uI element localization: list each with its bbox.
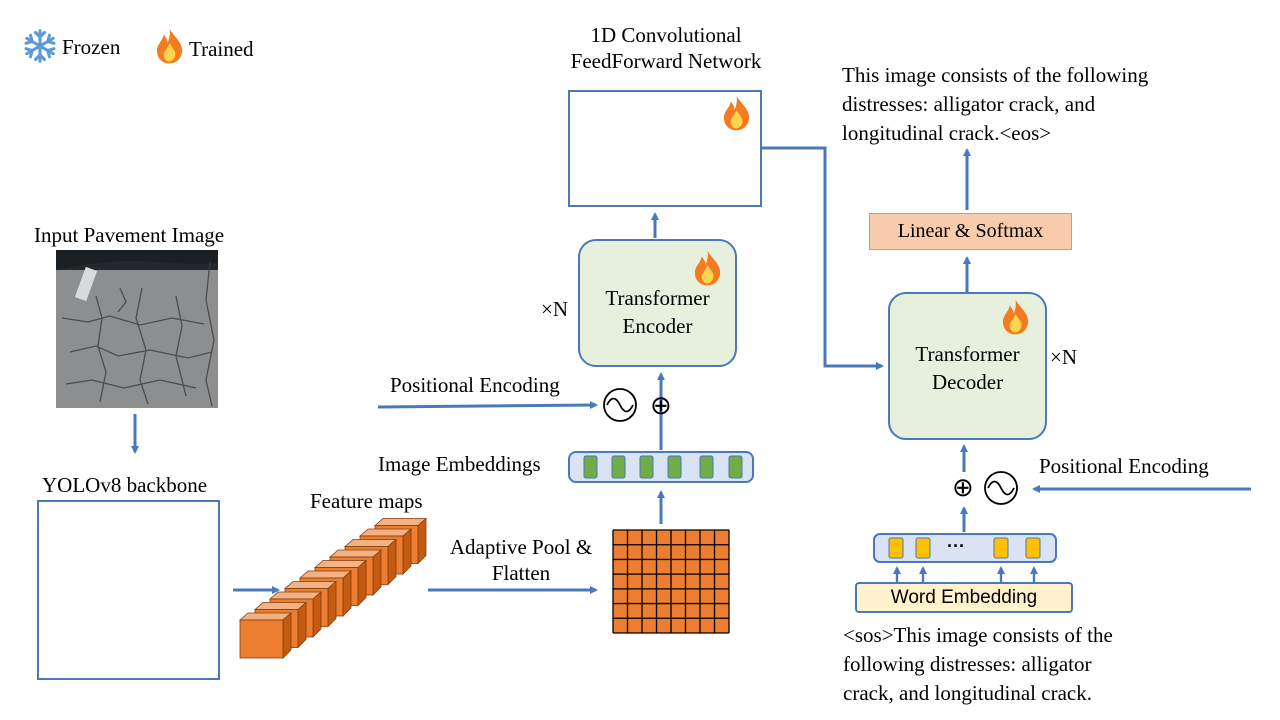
word-token	[993, 537, 1009, 559]
sine-wave-icon	[603, 388, 637, 422]
feature-map-side	[282, 612, 292, 659]
feature-map-top	[358, 528, 413, 537]
yolo-title: YOLOv8 backbone	[42, 473, 208, 497]
word-token-ellipsis: ···	[947, 536, 965, 556]
adaptive-pool-label: Adaptive Pool & Flatten	[449, 535, 593, 586]
word-token	[1025, 537, 1041, 559]
input-image-title: Input Pavement Image	[34, 223, 225, 247]
feature-map-top	[313, 560, 368, 568]
image-token	[667, 455, 682, 479]
decoder-plus-symbol: ⊕	[952, 473, 974, 502]
decoder-flame-icon	[1002, 299, 1029, 335]
word-embedding-box: Word Embedding	[855, 582, 1073, 613]
feature-map-top	[238, 612, 293, 621]
feature-map-top	[283, 581, 338, 589]
feature-map-side	[297, 601, 307, 649]
feature-maps-label: Feature maps	[310, 489, 423, 513]
feature-map-side	[327, 580, 337, 628]
legend-frozen-label: Frozen	[62, 35, 121, 59]
encoder-label-line2: Encoder	[622, 314, 693, 338]
feature-map-side	[387, 538, 397, 586]
word-embedding-arrows	[893, 566, 1038, 582]
feature-map-top	[268, 591, 323, 600]
output-caption: This image consists of the following dis…	[842, 63, 1149, 145]
pavement-image	[56, 250, 218, 408]
feature-map-side	[417, 517, 427, 565]
feature-map-top	[253, 602, 308, 610]
decoder-sine-wave-icon	[984, 471, 1018, 505]
legend-trained-label: Trained	[189, 37, 254, 61]
word-token	[888, 537, 904, 559]
flame-icon	[156, 28, 183, 64]
cnn-flame-icon	[723, 95, 750, 131]
image-token	[699, 455, 714, 479]
image-embeddings-label: Image Embeddings	[378, 452, 541, 476]
snowflake-icon	[24, 29, 56, 63]
encoder-repeat-label: ×N	[541, 297, 569, 321]
feature-map-top	[343, 539, 398, 547]
feature-map-face	[239, 619, 284, 659]
word-token-bar	[873, 533, 1057, 563]
feature-map-top	[328, 549, 383, 558]
image-embeddings-bar	[568, 451, 754, 483]
feature-map-side	[357, 559, 367, 607]
image-token	[583, 455, 598, 479]
feature-map-top	[373, 518, 428, 526]
feature-map-side	[372, 549, 382, 596]
arrow-encoder-positional	[377, 401, 598, 410]
feature-map-side	[312, 591, 322, 638]
decoder-label-line2: Decoder	[931, 370, 1004, 394]
linear-softmax-box: Linear & Softmax	[869, 213, 1072, 250]
decoder-label-line1: Transformer	[915, 341, 1020, 366]
cnn-title: 1D Convolutional FeedForward Network	[570, 23, 762, 74]
decoder-repeat-label: ×N	[1050, 345, 1078, 369]
input-caption: <sos>This image consists of the followin…	[843, 623, 1113, 705]
image-token	[639, 455, 654, 479]
feature-map-side	[402, 528, 412, 575]
image-token	[728, 455, 743, 479]
decoder-positional-label: Positional Encoding	[1039, 454, 1209, 478]
arrow-cnn-to-decoder	[762, 146, 884, 370]
feature-map-top	[298, 570, 353, 579]
yolo-backbone-box	[37, 500, 220, 680]
feature-maps-stack	[238, 517, 428, 659]
encoder-flame-icon	[694, 250, 721, 286]
feature-map-side	[342, 570, 352, 617]
encoder-label-line1: Transformer	[605, 285, 710, 310]
encoder-plus-symbol: ⊕	[650, 391, 672, 420]
image-token	[611, 455, 626, 479]
pooled-feature-grid	[612, 529, 730, 634]
word-token	[915, 537, 931, 559]
encoder-positional-label: Positional Encoding	[390, 373, 560, 397]
